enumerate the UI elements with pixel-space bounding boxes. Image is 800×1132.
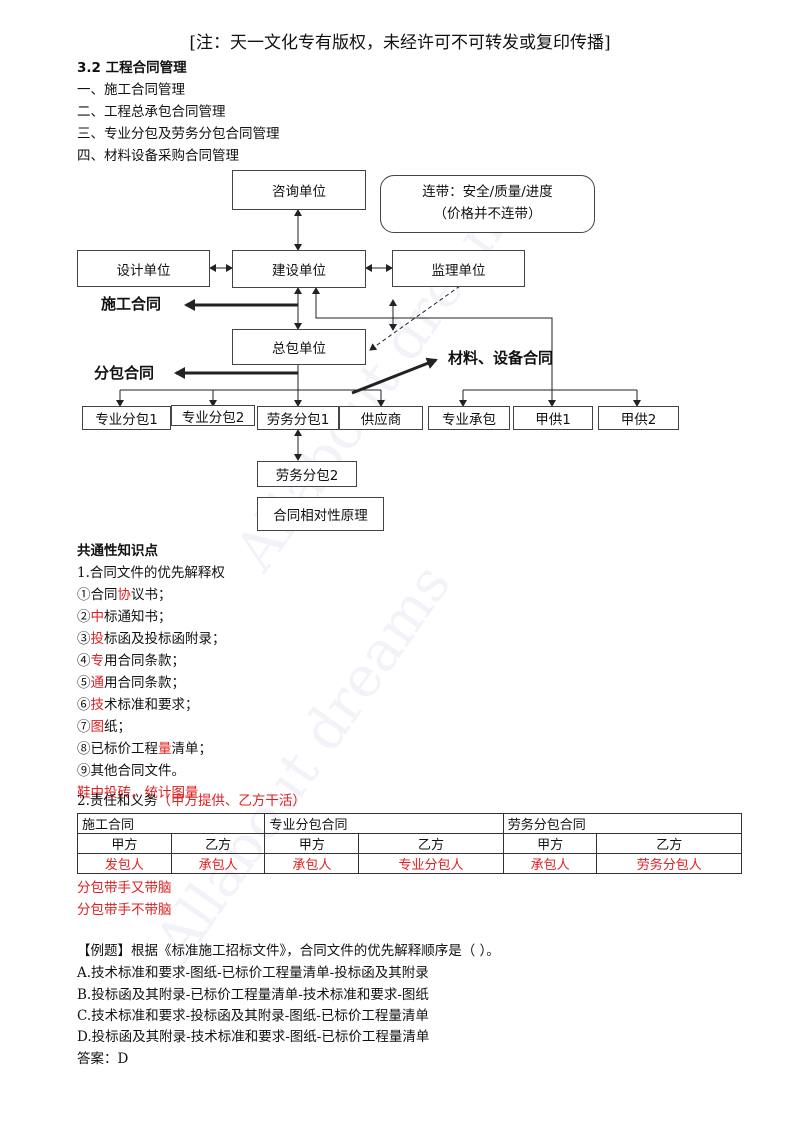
red-note: 分包带手不带脑 xyxy=(77,902,172,918)
responsibility-table: 施工合同 专业分包合同 劳务分包合同 甲方 乙方 甲方 乙方 甲方 乙方 发包人… xyxy=(76,813,743,874)
example-option: B.投标函及其附录-已标价工程量清单-技术标准和要求-图纸 xyxy=(77,987,429,1003)
outline-item: 三、专业分包及劳务分包合同管理 xyxy=(77,126,280,142)
consult-unit-box: 咨询单位 xyxy=(232,170,366,210)
contract-relativity-label: 合同相对性原理 xyxy=(273,508,368,524)
table-sub-header: 乙方 xyxy=(358,833,504,854)
design-unit-label: 设计单位 xyxy=(116,262,171,279)
diagram-connectors xyxy=(116,209,641,461)
professional-contract-label: 专业承包 xyxy=(442,412,496,428)
priority-item: ①合同协议书； xyxy=(77,587,172,603)
example-question: 【例题】根据《标准施工招标文件》，合同文件的优先解释顺序是（ ）。 xyxy=(77,943,500,959)
supplier-box: 供应商 xyxy=(339,406,423,430)
professional-contract-box: 专业承包 xyxy=(428,406,510,430)
professional-sub2-box: 专业分包2 xyxy=(171,405,255,426)
design-unit-box: 设计单位 xyxy=(77,250,210,287)
professional-sub2-label: 专业分包2 xyxy=(181,409,245,426)
supplier-label: 供应商 xyxy=(360,412,402,428)
table-cell: 劳务分包人 xyxy=(596,853,742,874)
supervisor-unit-label: 监理单位 xyxy=(431,262,486,279)
labor-sub2-label: 劳务分包2 xyxy=(275,468,339,484)
table-cell: 专业分包人 xyxy=(358,853,504,874)
mnemonic: 鞋中投砖，统计图量 xyxy=(77,785,199,801)
priority-item: ④专用合同条款； xyxy=(77,653,185,669)
general-contractor-box: 总包单位 xyxy=(232,329,366,365)
outline-item: 一、施工合同管理 xyxy=(77,82,185,98)
table-group-header: 劳务分包合同 xyxy=(502,813,743,834)
general-contractor-label: 总包单位 xyxy=(272,341,326,357)
owner-unit-box: 建设单位 xyxy=(232,250,366,288)
table-sub-header: 乙方 xyxy=(170,833,266,854)
table-sub-header: 甲方 xyxy=(264,833,360,854)
owner-unit-label: 建设单位 xyxy=(272,263,326,279)
section-title: 3.2 工程合同管理 xyxy=(77,60,187,76)
table-cell: 承包人 xyxy=(170,853,266,874)
priority-item: ⑦图纸； xyxy=(77,719,131,735)
table-cell: 发包人 xyxy=(77,853,172,874)
priority-title: 1.合同文件的优先解释权 xyxy=(77,565,225,581)
supervisor-unit-box: 监理单位 xyxy=(392,250,525,287)
labor-sub2-box: 劳务分包2 xyxy=(257,461,357,487)
table-sub-header: 乙方 xyxy=(596,833,742,854)
priority-item: ②中标通知书； xyxy=(77,609,172,625)
outline-item: 二、工程总承包合同管理 xyxy=(77,104,226,120)
table-sub-header: 甲方 xyxy=(77,833,172,854)
owner-supply2-box: 甲供2 xyxy=(598,406,679,430)
table-group-header: 专业分包合同 xyxy=(264,813,504,834)
material-equipment-contract-label: 材料、设备合同 xyxy=(448,349,554,367)
example-option: A.技术标准和要求-图纸-已标价工程量清单-投标函及其附录 xyxy=(77,965,429,981)
priority-item: ③投标函及投标函附录； xyxy=(77,631,226,647)
table-row: 甲方 乙方 甲方 乙方 甲方 乙方 xyxy=(77,833,742,854)
table-sub-header: 甲方 xyxy=(502,833,598,854)
outline-item: 四、材料设备采购合同管理 xyxy=(77,148,239,164)
professional-sub1-box: 专业分包1 xyxy=(82,406,171,430)
contract-relativity-box: 合同相对性原理 xyxy=(257,497,384,531)
labor-sub1-box: 劳务分包1 xyxy=(257,406,339,430)
table-row: 施工合同 专业分包合同 劳务分包合同 xyxy=(76,813,743,834)
professional-sub1-label: 专业分包1 xyxy=(95,412,158,428)
priority-item: ⑥技术标准和要求； xyxy=(77,697,199,713)
labor-sub1-label: 劳务分包1 xyxy=(266,412,330,428)
red-note: 分包带手又带脑 xyxy=(77,880,172,896)
subcontract-label: 分包合同 xyxy=(94,364,155,382)
example-answer: 答案：D xyxy=(77,1051,129,1067)
owner-supply1-box: 甲供1 xyxy=(513,406,593,430)
example-option: C.技术标准和要求-投标函及其附录-图纸-已标价工程量清单 xyxy=(77,1008,429,1024)
construction-contract-label: 施工合同 xyxy=(101,295,162,313)
consult-unit-label: 咨询单位 xyxy=(272,184,326,200)
owner-supply2-label: 甲供2 xyxy=(620,412,657,428)
watermark: Allabout dreams xyxy=(142,552,464,973)
table-cell: 承包人 xyxy=(264,853,360,874)
priority-item: ⑨其他合同文件。 xyxy=(77,763,185,779)
owner-supply1-label: 甲供1 xyxy=(535,412,571,428)
responsibility-title: 2.责任和义务 xyxy=(77,793,158,809)
priority-item: ⑧已标价工程量清单； xyxy=(77,741,212,757)
responsibility-heading: 2.责任和义务（甲方提供、乙方干活） xyxy=(77,793,306,809)
liability-note-line2: （价格并不连带） xyxy=(433,206,542,222)
liability-note-box: 连带：安全/质量/进度 （价格并不连带） xyxy=(380,175,595,233)
example-option: D.投标函及其附录-技术标准和要求-图纸-已标价工程量清单 xyxy=(77,1029,430,1045)
liability-note-line1: 连带：安全/质量/进度 xyxy=(422,184,553,201)
table-row: 发包人 承包人 承包人 专业分包人 承包人 劳务分包人 xyxy=(77,853,742,874)
copyright-note: [注：天一文化专有版权，未经许可不可转发或复印传播] xyxy=(189,33,611,53)
priority-item: ⑤通用合同条款； xyxy=(77,675,185,691)
common-knowledge-title: 共通性知识点 xyxy=(77,543,158,559)
responsibility-note: （甲方提供、乙方干活） xyxy=(157,793,306,809)
table-cell: 承包人 xyxy=(502,853,598,874)
table-group-header: 施工合同 xyxy=(76,813,266,834)
